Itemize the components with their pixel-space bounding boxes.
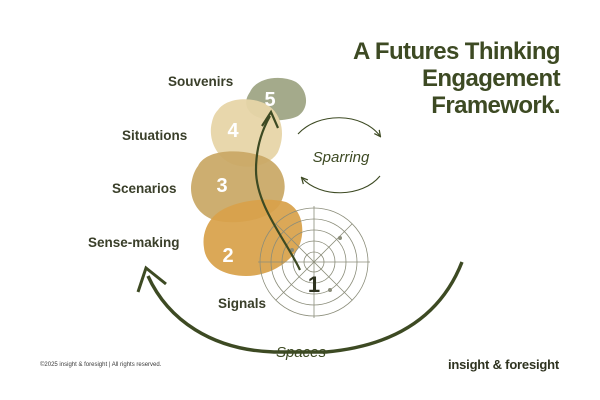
stage-5-label: Souvenirs (168, 74, 233, 89)
stage-3-number: 3 (216, 175, 227, 197)
stage-2-number: 2 (222, 245, 233, 267)
sparring-arrow-bottom (302, 176, 380, 193)
spaces-arrow (148, 262, 462, 352)
sparring-label: Sparring (313, 149, 370, 166)
brand-wordmark: insight & foresight (448, 357, 559, 372)
copyright-notice: ©2025 insight & foresight | All rights r… (40, 362, 161, 368)
stage-3-label: Scenarios (112, 181, 177, 196)
spaces-label: Spaces (276, 344, 327, 361)
stage-2-label: Sense-making (88, 235, 180, 250)
stage-1-label: Signals (218, 296, 266, 311)
spaces-arrowhead (138, 268, 166, 292)
sparring-arrow-top (298, 118, 380, 136)
radar-blip (328, 288, 331, 291)
stage-1-number: 1 (308, 272, 320, 297)
stage-4-label: Situations (122, 128, 187, 143)
stage-4-number: 4 (227, 120, 239, 142)
stage-5-number: 5 (264, 89, 275, 111)
radar-blip (338, 236, 341, 239)
